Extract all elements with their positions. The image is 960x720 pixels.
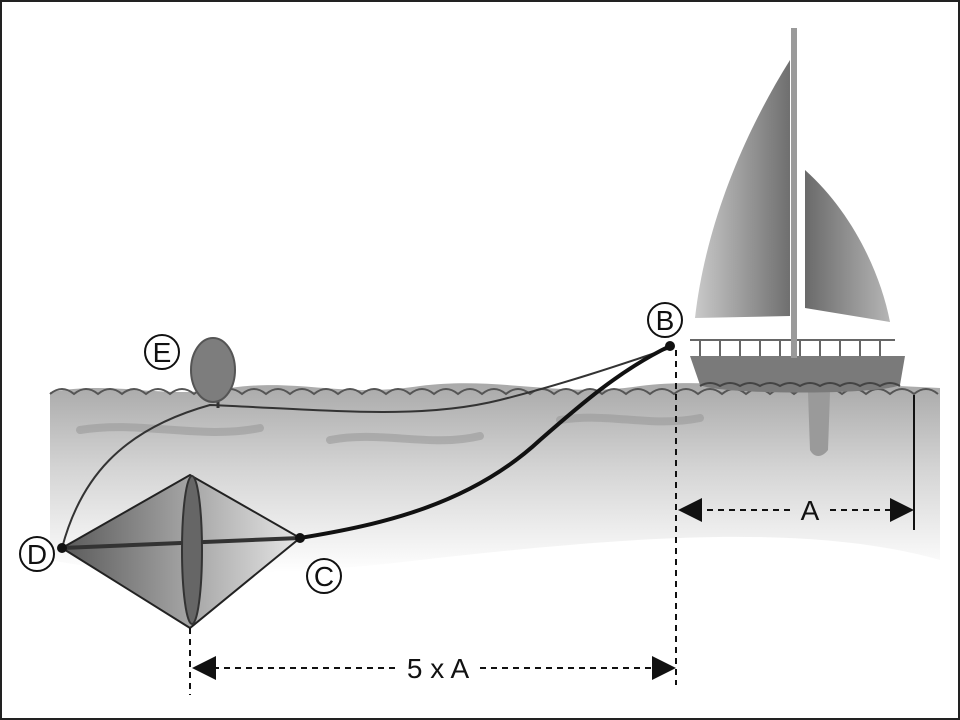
wave-crest bbox=[49, 388, 939, 396]
mainsail bbox=[695, 60, 790, 318]
anchor-shank bbox=[61, 536, 301, 550]
label-c: C bbox=[306, 558, 342, 594]
jib-sail bbox=[805, 170, 890, 322]
point-b-marker bbox=[665, 341, 675, 351]
buoy-float bbox=[190, 337, 236, 403]
label-e: E bbox=[144, 334, 180, 370]
point-c-marker bbox=[295, 533, 305, 543]
marker-buoy bbox=[190, 337, 236, 408]
anchor-stock bbox=[181, 475, 203, 625]
wave-shadow bbox=[76, 413, 704, 445]
anchor bbox=[60, 473, 302, 630]
scope-length-label: 5 x A bbox=[407, 653, 470, 684]
boat-length-label: A bbox=[801, 495, 820, 526]
hull-waterline bbox=[699, 382, 901, 388]
trip-line bbox=[61, 347, 671, 549]
point-d-marker bbox=[57, 543, 67, 553]
dimension-markers: A 5 x A bbox=[189, 350, 915, 695]
label-c-text: C bbox=[314, 561, 334, 592]
label-e-text: E bbox=[153, 337, 172, 368]
label-b-text: B bbox=[656, 305, 675, 336]
label-d-text: D bbox=[27, 539, 47, 570]
mast bbox=[791, 28, 797, 358]
keel bbox=[808, 392, 830, 456]
label-d: D bbox=[19, 536, 55, 572]
sailboat bbox=[690, 28, 905, 456]
hull bbox=[690, 356, 905, 393]
rode-lines bbox=[57, 341, 675, 553]
label-b: B bbox=[647, 302, 683, 338]
point-labels: B C D E bbox=[19, 302, 683, 594]
anchor-rode bbox=[299, 344, 671, 540]
